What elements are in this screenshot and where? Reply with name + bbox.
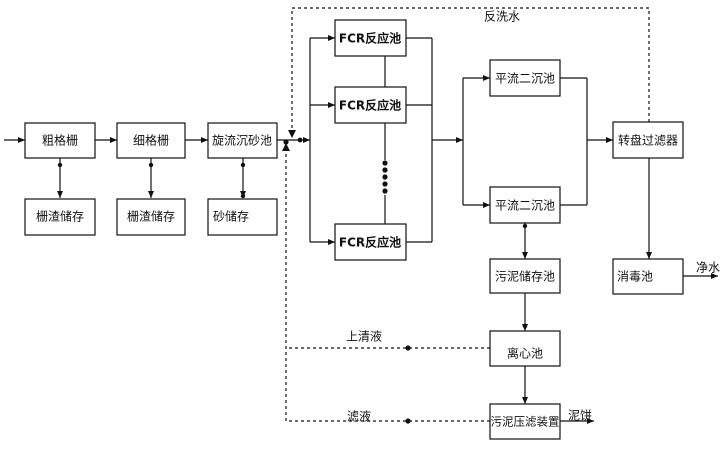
junction-dot	[522, 223, 528, 229]
junction-dot	[405, 345, 411, 351]
box-fcr-reactor-2: FCR反应池	[334, 86, 407, 124]
box-label: 粗格栅	[42, 133, 78, 148]
box-vortex-grit-chamber: 旋流沉砂池	[207, 122, 278, 159]
box-label: 细格栅	[133, 133, 169, 148]
box-label: 平流二沉池	[495, 199, 555, 213]
box-centrifuge: 离心池	[489, 330, 561, 367]
backwash-label: 反洗水	[484, 10, 520, 24]
junction-dot	[297, 137, 303, 143]
box-secondary-clarifier-2: 平流二沉池	[489, 186, 561, 224]
box-label: 旋流沉砂池	[212, 134, 272, 148]
junction-dot	[57, 162, 63, 168]
supernatant-label: 上清液	[346, 329, 382, 344]
box-label: 污泥压滤装置	[491, 415, 560, 429]
clean-water-label: 净水	[696, 261, 720, 275]
junction-dot	[405, 418, 411, 424]
box-fcr-reactor-3: FCR反应池	[334, 223, 407, 261]
junction-dot	[283, 139, 289, 145]
box-label: 消毒池	[617, 270, 653, 284]
box-secondary-clarifier-1: 平流二沉池	[489, 59, 561, 97]
box-coarse-screen: 粗格栅	[24, 122, 96, 159]
box-label: FCR反应池	[339, 235, 401, 250]
filtrate-label: 滤液	[347, 409, 371, 424]
box-label: 离心池	[507, 346, 543, 361]
box-grit-storage: 砂储存	[207, 198, 278, 236]
box-disc-filter: 转盘过滤器	[612, 121, 684, 159]
box-screenings-storage-2: 栅渣储存	[116, 198, 186, 236]
box-filter-press: 污泥压滤装置	[489, 403, 561, 440]
box-fine-screen: 细格栅	[116, 122, 186, 159]
box-label: 转盘过滤器	[618, 133, 678, 148]
junction-dot	[522, 323, 528, 329]
more-reactors-ellipsis	[382, 160, 388, 194]
box-label: 栅渣储存	[36, 209, 84, 224]
junction-dot	[240, 193, 246, 199]
box-disinfection-tank: 消毒池	[612, 258, 684, 295]
box-label: 平流二沉池	[495, 72, 555, 86]
box-label: 污泥储存池	[495, 269, 555, 284]
return-arrowhead	[282, 143, 290, 151]
box-label: FCR反应池	[339, 98, 401, 113]
junction-dot	[148, 162, 154, 168]
box-fcr-reactor-1: FCR反应池	[334, 19, 407, 57]
box-sludge-storage: 污泥储存池	[489, 258, 561, 294]
backwash-arrowhead	[288, 130, 296, 138]
box-screenings-storage-1: 栅渣储存	[24, 198, 96, 236]
box-label: 砂储存	[213, 209, 249, 224]
sludge-cake-label: 泥饼	[568, 409, 592, 423]
box-label: FCR反应池	[339, 31, 401, 46]
box-label: 栅渣储存	[127, 209, 175, 224]
backwash-return-line	[291, 7, 650, 132]
connectors	[4, 7, 718, 424]
junction-dot	[240, 162, 246, 168]
